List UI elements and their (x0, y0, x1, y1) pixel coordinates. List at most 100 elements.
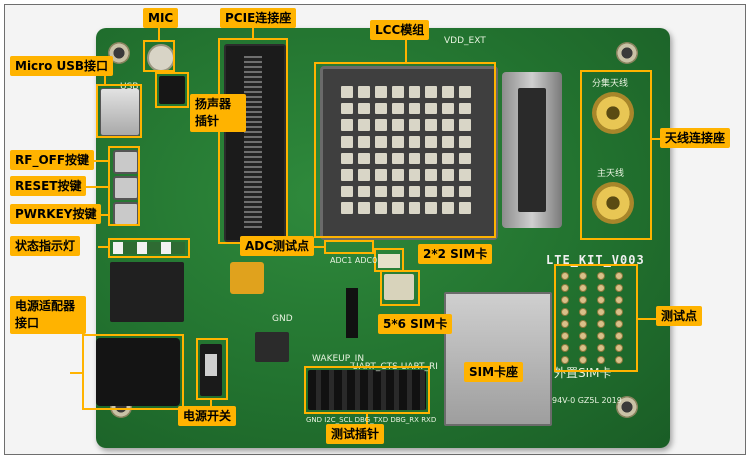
lcc-pad (459, 135, 471, 148)
label-power-adapter: 电源适配器 接口 (10, 296, 86, 334)
lcc-pad (341, 152, 353, 165)
silk-date-code: 94V-0 GZ5L 2019 (552, 396, 622, 405)
silk-gnd: GND (272, 314, 293, 324)
lcc-pad (459, 152, 471, 165)
testpoint-pin (615, 332, 623, 340)
lcc-pad (341, 169, 353, 181)
lcc-pad-grid (341, 86, 471, 214)
testpoint-pin (579, 296, 587, 304)
lcc-pad (357, 185, 370, 198)
lcc-pad (408, 185, 421, 198)
lcc-pad (357, 119, 370, 131)
lcc-pad (459, 185, 471, 198)
label-pcie: PCIE连接座 (220, 8, 297, 28)
lcc-pad (391, 86, 404, 98)
label-testpoints: 测试点 (656, 306, 703, 326)
testpoint-pin (597, 356, 605, 364)
label-power-switch: 电源开关 (178, 406, 237, 426)
testpoint-pin (615, 272, 623, 280)
lcc-pad (459, 169, 471, 181)
testpoint-pin (561, 344, 569, 352)
reset-leader (82, 186, 108, 188)
lcc-pad (408, 102, 421, 115)
test-pin-leader (366, 414, 368, 424)
adc-leader (312, 246, 324, 248)
lcc-pad (442, 135, 455, 148)
lcc-pad (357, 152, 370, 165)
label-rf-off: RF_OFF按键 (10, 150, 95, 170)
lcc-pad (391, 185, 404, 198)
lcc-pad (459, 86, 471, 98)
label-adc: ADC测试点 (240, 236, 315, 256)
lcc-pad (442, 152, 455, 165)
lcc-pad (341, 119, 353, 131)
testpoint-grid (561, 272, 631, 366)
sim-5x6-header (346, 288, 358, 338)
testpoint-pin (615, 284, 623, 292)
testpoint-pin (561, 284, 569, 292)
testpoint-pin (579, 344, 587, 352)
mic-leader (158, 28, 160, 40)
power-switch-leader (210, 400, 212, 406)
lcc-pad (442, 202, 455, 214)
pcie-highlight (218, 38, 288, 244)
lcc-pad (341, 86, 353, 98)
antenna-leader (652, 138, 660, 140)
lcc-pad (391, 202, 404, 214)
silk-board-name: LTE_KIT_V003 (546, 253, 645, 267)
lcc-pad (425, 102, 438, 115)
lcc-pad (374, 185, 387, 198)
lcc-pad (341, 202, 353, 214)
label-status-led: 状态指示灯 (10, 236, 81, 256)
testpoint-pin (579, 272, 587, 280)
sim22-highlight (374, 248, 404, 272)
testpoint-highlight (554, 264, 638, 372)
silk-usb: USB (120, 82, 139, 92)
testpoint-pin (579, 308, 587, 316)
mic-component (147, 44, 175, 72)
test-pin-highlight (304, 366, 430, 414)
testpoint-pin (615, 320, 623, 328)
lcc-pad (425, 86, 438, 98)
testpoint-pin (579, 320, 587, 328)
lcc-pad (357, 202, 370, 214)
test-pin-header (308, 370, 426, 410)
power-switch-knob (205, 354, 217, 376)
silk-main-antenna: 主天线 (597, 169, 625, 179)
mic-highlight (143, 40, 175, 72)
testpoint-pin (579, 332, 587, 340)
lcc-pad (374, 86, 387, 98)
diversity-antenna-connector (592, 92, 634, 134)
micro-usb-highlight (96, 84, 142, 138)
buttons-highlight (108, 146, 140, 226)
lcc-pad (357, 135, 370, 148)
sim-card-socket (444, 292, 552, 426)
lcc-pad (391, 169, 404, 181)
power-jack-highlight (82, 334, 184, 410)
lcc-pad (425, 169, 438, 181)
antenna-highlight (580, 70, 652, 240)
power-switch-highlight (196, 338, 228, 400)
status-leader (98, 246, 108, 248)
lcc-pad (425, 135, 438, 148)
sim-2x2-slot (518, 88, 546, 212)
testpoint-pin (597, 272, 605, 280)
mounting-hole (108, 42, 130, 64)
pcie-leader (252, 28, 254, 38)
lcc-pad (459, 202, 471, 214)
testpoint-pin (561, 332, 569, 340)
label-pwrkey: PWRKEY按键 (10, 204, 102, 224)
silk-div-antenna: 分集天线 (592, 79, 629, 89)
lcc-pad (408, 86, 421, 98)
lcc-pad (374, 152, 387, 165)
lcc-pad (357, 86, 370, 98)
lcc-pad (459, 119, 471, 131)
lcc-pad (442, 169, 455, 181)
testpoint-pin (561, 356, 569, 364)
testpoint-pin (579, 356, 587, 364)
testpoint-pin (597, 284, 605, 292)
label-reset: RESET按键 (10, 176, 87, 196)
testpoint-leader (638, 318, 656, 320)
label-lcc: LCC模组 (370, 20, 430, 40)
